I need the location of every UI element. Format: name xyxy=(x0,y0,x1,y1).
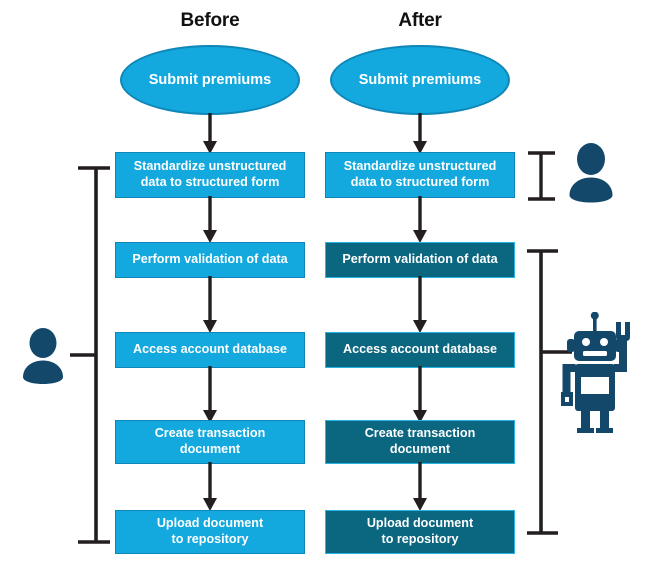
arrow-after-2 xyxy=(413,276,427,333)
step-node-after-3-label: Access account database xyxy=(343,342,497,357)
arrow-before-4 xyxy=(203,462,217,511)
arrow-before-2 xyxy=(203,276,217,333)
step-node-before-3-label: Access account database xyxy=(133,342,287,357)
arrow-after-1 xyxy=(413,196,427,243)
left-bracket-human xyxy=(70,166,110,544)
arrow-before-3 xyxy=(203,366,217,423)
arrow-after-3 xyxy=(413,366,427,423)
column-title-before: Before xyxy=(180,10,240,31)
right-bracket-robot xyxy=(527,249,572,535)
start-node-before-label: Submit premiums xyxy=(148,72,272,88)
column-title-after: After xyxy=(398,10,442,31)
arrow-before-1 xyxy=(203,196,217,243)
arrow-after-4 xyxy=(413,462,427,511)
start-node-after[interactable]: Submit premiums xyxy=(330,45,510,115)
step-node-after-3[interactable]: Access account database xyxy=(325,332,515,368)
step-node-after-2-label: Perform validation of data xyxy=(342,252,498,267)
robot-icon xyxy=(561,312,630,433)
right-bracket-human xyxy=(528,151,555,201)
step-node-before-3[interactable]: Access account database xyxy=(115,332,305,368)
step-node-after-2[interactable]: Perform validation of data xyxy=(325,242,515,278)
start-node-after-label: Submit premiums xyxy=(358,72,482,88)
arrow-after-0 xyxy=(413,113,427,154)
step-node-before-2[interactable]: Perform validation of data xyxy=(115,242,305,278)
start-node-before[interactable]: Submit premiums xyxy=(120,45,300,115)
arrow-before-0 xyxy=(203,113,217,154)
person-icon-right xyxy=(569,143,613,203)
person-icon-left xyxy=(23,328,63,384)
step-node-before-2-label: Perform validation of data xyxy=(132,252,288,267)
